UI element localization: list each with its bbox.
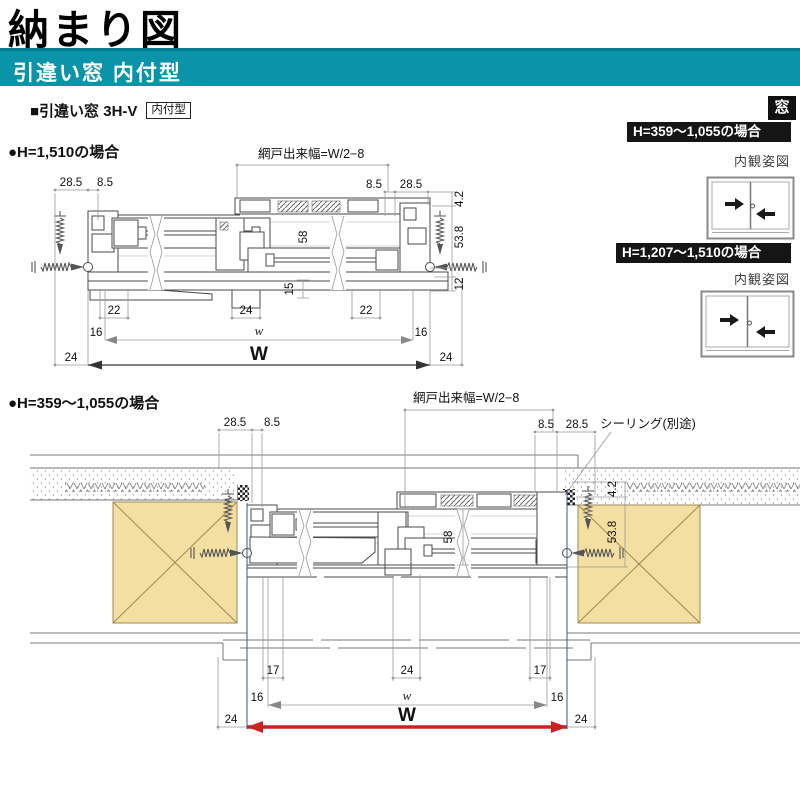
dim-label: 4.2 xyxy=(607,481,619,497)
dim-label: 8.5 xyxy=(97,177,113,189)
page-title: 納まり図 xyxy=(8,7,184,53)
section-title: ■引違い窓 3H-V xyxy=(30,103,138,120)
dim-label: 16 xyxy=(90,327,103,339)
banner-label: 引違い窓 内付型 xyxy=(13,62,182,85)
dim-label: W xyxy=(398,705,416,726)
dim-label: 28.5 xyxy=(566,419,588,431)
crescent-lock-icon xyxy=(747,320,752,326)
dim-label: 17 xyxy=(267,665,280,677)
dim-label: 58 xyxy=(298,231,310,244)
dim-label: 28.5 xyxy=(224,417,246,429)
wall-section xyxy=(30,454,800,661)
section-badge: 内付型 xyxy=(146,102,191,119)
case2-header: H=1,207〜1,510の場合 xyxy=(616,243,791,263)
slide-arrow-left-icon xyxy=(756,208,775,220)
lower-drawing-title: ●H=359〜1,055の場合 xyxy=(8,395,160,412)
sealing-block xyxy=(237,485,249,501)
dim-label: 8.5 xyxy=(366,179,382,191)
dim-label: 8.5 xyxy=(264,417,280,429)
dim-label: W xyxy=(250,344,268,365)
sealing-label: シーリング(別途) xyxy=(600,416,696,431)
dim-label: 17 xyxy=(534,665,547,677)
dim-anchors xyxy=(53,163,464,367)
mounting-screw-icon xyxy=(31,210,487,274)
case2-view-label: 内観姿図 xyxy=(733,272,790,287)
slide-arrow-right-icon xyxy=(720,314,739,326)
dim-label: 24 xyxy=(65,352,78,364)
dim-label: 24 xyxy=(440,352,453,364)
dim-label: w xyxy=(255,323,264,338)
upper-drawing-title: ●H=1,510の場合 xyxy=(8,144,120,161)
dim-label: 22 xyxy=(108,305,121,317)
upper-section-drawing: 網戸出来幅=W/2−8 28.5 8.5 8.5 28.5 4.2 53.8 1… xyxy=(31,146,487,370)
section-heading: ■引違い窓 3H-V 内付型 xyxy=(30,100,191,121)
window-frame-section xyxy=(246,491,568,578)
dim-label: 24 xyxy=(240,305,253,317)
sealing-leader-line xyxy=(564,431,612,496)
dim-label: 24 xyxy=(401,665,414,677)
dim-label: 53.8 xyxy=(607,521,619,543)
screen-width-label: 網戸出来幅=W/2−8 xyxy=(413,390,519,405)
window-frame-section xyxy=(87,197,449,309)
dim-label: 8.5 xyxy=(538,419,554,431)
screen-width-label: 網戸出来幅=W/2−8 xyxy=(258,146,364,161)
dim-label: 16 xyxy=(251,692,264,704)
dim-label: 15 xyxy=(284,283,296,296)
case1-header: H=359〜1,055の場合 xyxy=(627,122,791,142)
dim-label: w xyxy=(403,688,412,703)
dim-label: 12 xyxy=(454,278,466,291)
case1-view-label: 内観姿図 xyxy=(733,154,790,169)
dim-label: 24 xyxy=(575,714,588,726)
dim-label: 24 xyxy=(225,714,238,726)
interior-view-diagram-2 xyxy=(700,290,795,358)
interior-view-diagram-1 xyxy=(706,176,795,240)
dim-anchors xyxy=(216,408,597,729)
crescent-lock-icon xyxy=(750,203,755,209)
dim-label: 16 xyxy=(415,327,428,339)
lower-section-drawing: 網戸出来幅=W/2−8 シーリング(別途) 28.5 8.5 8.5 28.5 … xyxy=(30,390,800,733)
dim-label: 53.8 xyxy=(454,226,466,248)
banner: 引違い窓 内付型 xyxy=(0,48,800,86)
break-line xyxy=(148,215,346,291)
window-tab: 窓 xyxy=(768,96,796,120)
dim-label: 58 xyxy=(443,531,455,544)
slide-arrow-left-icon xyxy=(756,326,775,338)
dim-label: 28.5 xyxy=(60,177,82,189)
slide-arrow-right-icon xyxy=(725,198,744,210)
dim-label: 28.5 xyxy=(400,179,422,191)
dim-label: 16 xyxy=(551,692,564,704)
dim-label: 4.2 xyxy=(454,191,466,207)
dim-label: 22 xyxy=(360,305,373,317)
